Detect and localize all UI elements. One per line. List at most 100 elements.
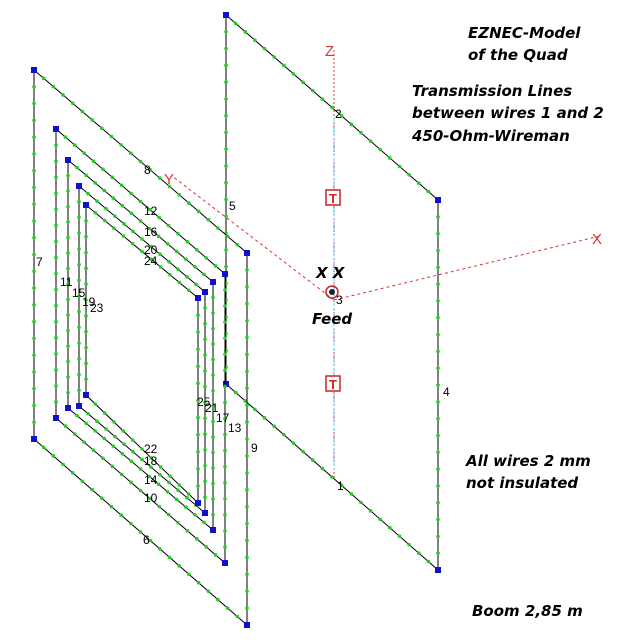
segment-dot — [203, 463, 207, 468]
segment-dot — [195, 537, 199, 541]
segment-dot — [407, 172, 411, 177]
segment-dot — [436, 551, 440, 555]
segment-dot — [32, 202, 36, 206]
segment-dot — [54, 207, 58, 212]
segment-dot — [224, 80, 228, 84]
segment-dot — [147, 226, 152, 231]
segment-dot — [54, 368, 58, 372]
segment-dot — [32, 118, 36, 123]
segment-dot — [426, 559, 431, 564]
segment-dot — [93, 429, 97, 433]
corner-node — [202, 510, 208, 516]
segment-dot — [61, 93, 65, 97]
segment-dot — [32, 353, 36, 357]
segment-dot — [185, 495, 189, 500]
segment-dot — [77, 215, 81, 220]
segment-dot — [54, 143, 58, 147]
segment-dot — [186, 492, 191, 496]
segment-dot — [84, 421, 88, 426]
segment-dot — [99, 126, 104, 131]
segment-dot — [176, 267, 180, 272]
segment-dot — [90, 487, 94, 492]
segment-dot — [223, 384, 227, 389]
segment-dot — [32, 252, 36, 257]
segment-dot — [102, 188, 107, 193]
segment-dot — [206, 589, 211, 593]
segment-dot — [66, 359, 70, 364]
segment-dot — [95, 419, 99, 424]
director-loop-4 — [76, 183, 208, 516]
segment-dot — [436, 299, 440, 303]
segment-dot — [157, 504, 162, 509]
segment-dot — [158, 176, 162, 180]
wire-label: 23 — [90, 301, 104, 315]
segment-dot — [177, 192, 182, 197]
segment-dot — [187, 572, 191, 577]
segment-dot — [436, 383, 440, 387]
segment-dot — [54, 223, 58, 228]
segment-dot — [196, 580, 201, 585]
wire-label: 6 — [143, 533, 150, 547]
segment-dot — [32, 403, 36, 408]
t-marker-top-box — [325, 189, 341, 206]
segment-dot — [112, 420, 116, 424]
segment-dot — [54, 175, 58, 179]
segment-dot — [224, 46, 228, 51]
segment-dot — [99, 496, 104, 500]
segment-dot — [211, 388, 215, 393]
segment-dot — [138, 530, 143, 534]
corner-node — [65, 405, 71, 411]
segment-dot — [84, 234, 88, 239]
segment-dot — [224, 147, 228, 151]
segment-dot — [310, 88, 315, 93]
segment-dot — [253, 407, 257, 412]
wire-label: 8 — [144, 163, 151, 177]
segment-dot — [223, 432, 227, 437]
segment-dot — [54, 303, 58, 308]
corner-node — [195, 295, 201, 301]
segment-dot — [66, 375, 70, 379]
segment-dot — [224, 264, 228, 269]
corner-node — [76, 183, 82, 189]
segment-dot — [330, 475, 334, 479]
segment-dot — [253, 38, 257, 43]
segment-dot — [185, 528, 190, 533]
segment-dot — [196, 313, 200, 317]
segment-dot — [211, 435, 215, 439]
segment-dot — [436, 517, 440, 522]
segment-dot — [196, 467, 200, 471]
segment-dot — [102, 218, 107, 223]
segment-dot — [158, 472, 162, 477]
segment-dot — [54, 271, 58, 276]
y-axis-label: Y — [164, 171, 174, 188]
segment-dot — [147, 474, 152, 479]
segment-dot — [54, 191, 58, 196]
segment-dot — [51, 454, 56, 458]
segment-dot — [167, 555, 172, 560]
corner-node — [65, 157, 71, 163]
segment-dot — [93, 181, 97, 185]
corner-node — [210, 527, 216, 533]
segment-dot — [84, 377, 88, 381]
t-marker-top-label: T — [329, 191, 337, 206]
segment-dot — [235, 614, 240, 619]
segment-dot — [174, 497, 179, 502]
segment-dot — [245, 538, 249, 543]
segment-dot — [77, 231, 81, 235]
corner-node — [31, 436, 37, 442]
segment-dot — [32, 84, 36, 89]
title-line-2: of the Quad — [468, 46, 568, 64]
segment-dot — [91, 448, 96, 453]
segment-dot — [168, 272, 172, 277]
tl-note-line-1: Transmission Lines — [412, 82, 572, 100]
wire-label: 11 — [60, 275, 73, 289]
segment-dot — [66, 297, 70, 302]
wire-label: 16 — [144, 225, 158, 239]
segment-dot — [84, 329, 88, 334]
segment-dot — [436, 534, 440, 539]
segment-dot — [149, 456, 154, 460]
segment-dot — [66, 173, 70, 178]
segment-dot — [339, 114, 344, 118]
segment-dot — [77, 325, 81, 330]
segment-dot — [84, 298, 88, 302]
